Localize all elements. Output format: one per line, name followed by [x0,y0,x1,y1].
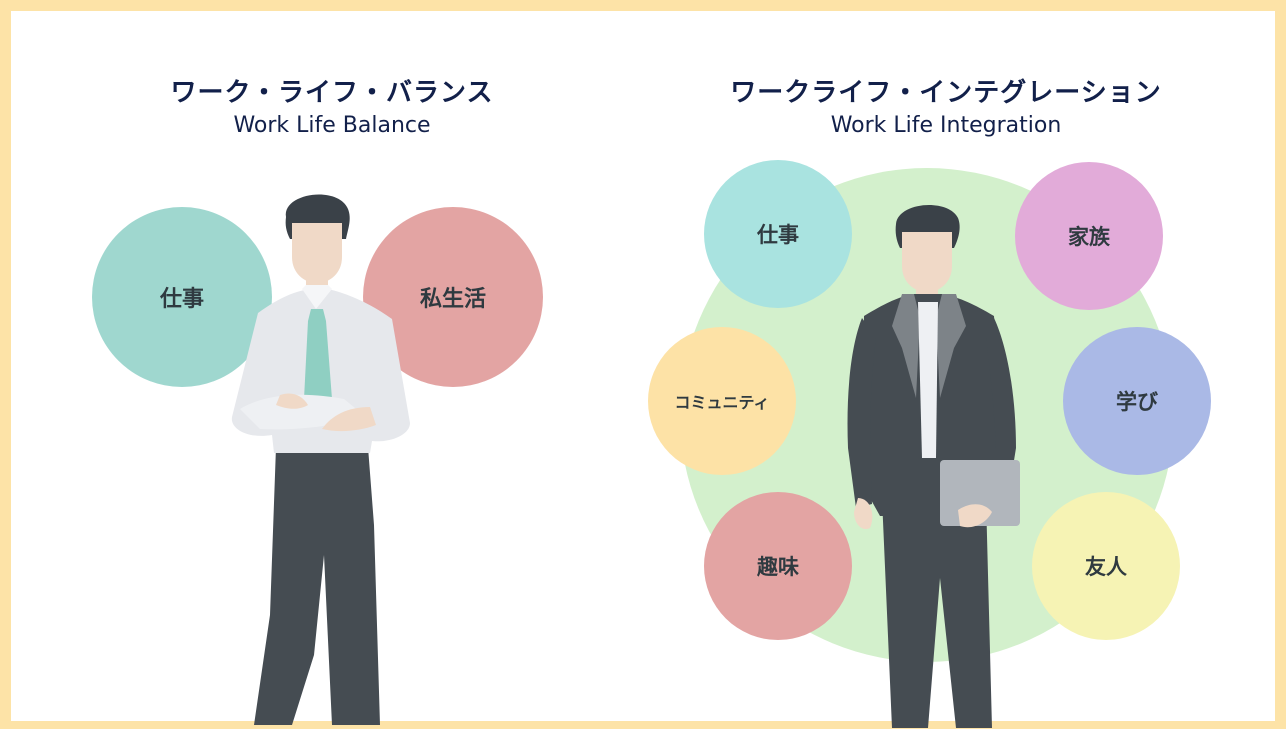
friends-label: 友人 [1085,555,1127,579]
family-label: 家族 [1068,225,1110,249]
learning-label: 学び [1116,390,1158,414]
community-circle: コミュニティ [648,327,796,475]
left-private-life-label: 私生活 [419,287,486,312]
left-work-circle: 仕事 [92,207,272,387]
community-label: コミュニティ [674,393,770,412]
left-work-label: 仕事 [159,287,204,312]
person-in-jacket-illustration [847,205,1020,728]
right-work-label: 仕事 [757,223,799,247]
right-title-en: Work Life Integration [830,113,1062,138]
learning-circle: 学び [1063,327,1211,475]
hobby-circle: 趣味 [704,492,852,640]
right-title-jp: ワークライフ・インテグレーション [730,78,1162,108]
right-work-circle: 仕事 [704,160,852,308]
family-circle: 家族 [1015,162,1163,310]
hobby-label: 趣味 [757,555,799,579]
businessman-illustration [231,194,410,725]
friends-circle: 友人 [1032,492,1180,640]
left-title-jp: ワーク・ライフ・バランス [170,78,494,108]
left-title-en: Work Life Balance [233,113,431,138]
